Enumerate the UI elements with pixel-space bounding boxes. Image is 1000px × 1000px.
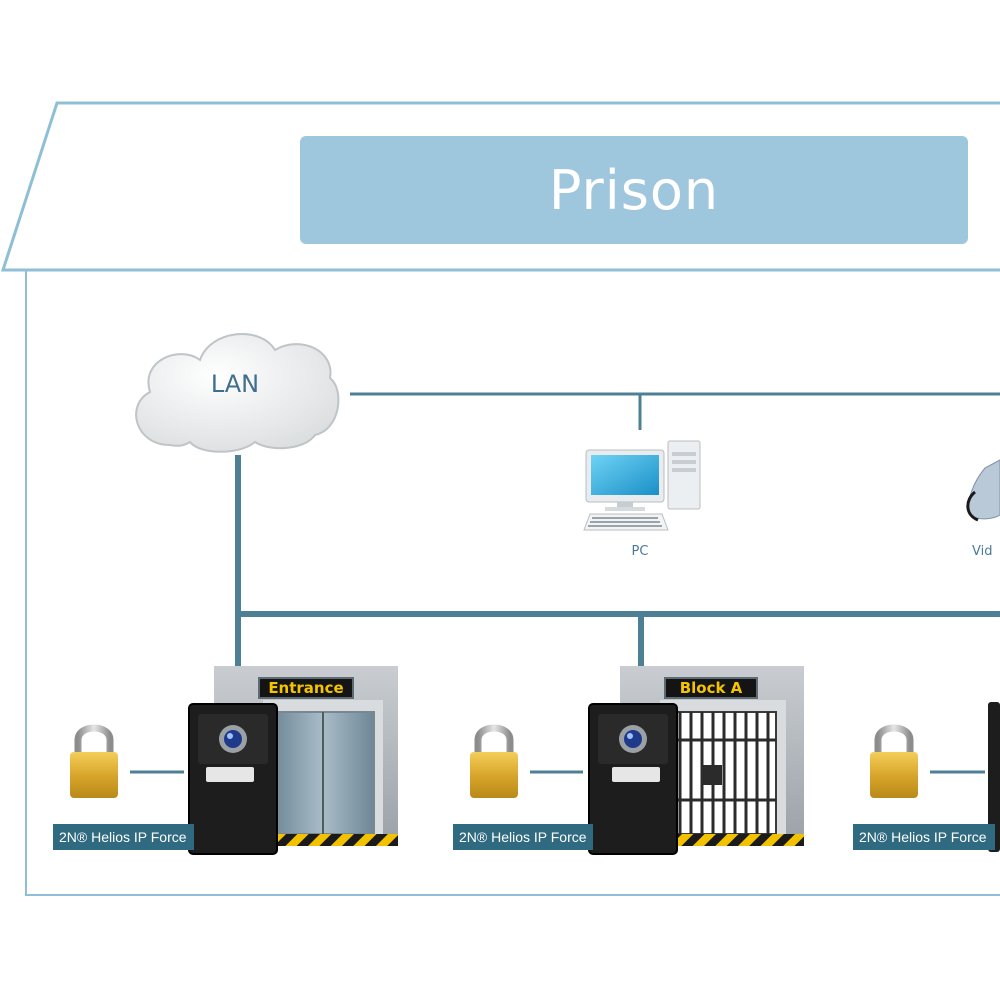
padlock-icon [870, 724, 918, 798]
title-banner [300, 136, 968, 244]
network-wires [130, 392, 1000, 774]
building-outline [0, 101, 1000, 896]
page-title: Prison [548, 158, 720, 222]
cloud-icon [135, 333, 340, 453]
device-label-third: 2N® Helios IP Force [853, 824, 995, 850]
device-label-entrance: 2N® Helios IP Force [53, 824, 194, 850]
device-label-block-a: 2N® Helios IP Force [453, 824, 593, 850]
intercom-icon [188, 703, 278, 855]
door-third [988, 702, 1000, 852]
door-sign-block-a: Block A [664, 677, 758, 699]
door-sign-entrance: Entrance [258, 677, 354, 699]
video-phone-label: Vid [972, 544, 993, 559]
padlock-icon [470, 724, 518, 798]
phone-icon [966, 459, 1000, 522]
pc-label: PC [631, 544, 649, 559]
intercom-icon [588, 703, 678, 855]
lan-label: LAN [210, 370, 260, 398]
padlock-icon [70, 724, 118, 798]
desktop-pc-icon [583, 440, 701, 531]
